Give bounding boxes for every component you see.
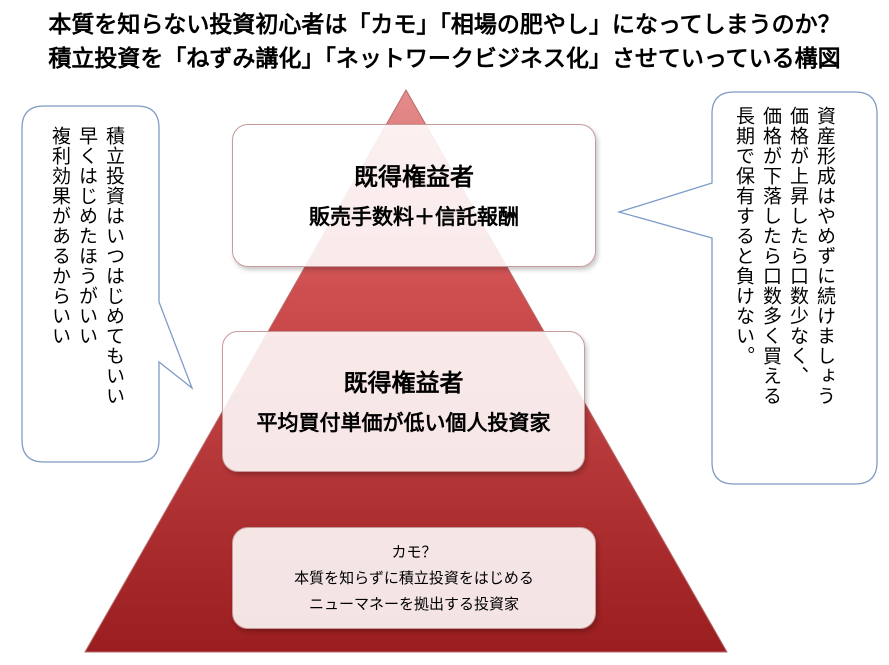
left-callout-line: 早くはじめたほうがいい [76, 126, 98, 346]
title-line-2: 積立投資を「ねずみ講化」「ネットワークビジネス化」させていっている構図 [48, 46, 841, 72]
title-line-1: 本質を知らない投資初心者は「カモ」「相場の肥やし」になってしまうのか？ [48, 12, 841, 38]
bottom-tier-line: カモ？ [391, 543, 437, 561]
middle-tier-box: 既得権益者 平均買付単価が低い個人投資家 [222, 331, 585, 472]
bottom-tier-box: カモ？ 本質を知らずに積立投資をはじめる ニューマネーを拠出する投資家 [232, 527, 596, 629]
right-callout-line: 価格が下落したら口数多く買える [760, 106, 782, 406]
left-speech-bubble [21, 105, 194, 463]
right-callout-line: 長期で保有すると負けない。 [733, 106, 755, 366]
right-speech-bubble [616, 91, 878, 485]
right-callout-line: 資産形成はやめずに続けましょう [814, 106, 836, 406]
left-callout-text: 積立投資はいつはじめてもいい 早くはじめたほうがいい 複利効果があるからいい [46, 126, 127, 406]
left-callout-line: 積立投資はいつはじめてもいい [103, 126, 125, 406]
right-callout-line: 価格が上昇したら口数少なく、 [787, 106, 809, 386]
top-tier-heading: 既得権益者 [354, 162, 474, 191]
bottom-tier-line: 本質を知らずに積立投資をはじめる [294, 569, 534, 587]
top-tier-subheading: 販売手数料＋信託報酬 [309, 204, 519, 229]
bottom-tier-line: ニューマネーを拠出する投資家 [308, 595, 519, 613]
right-callout-text: 資産形成はやめずに続けましょう 価格が上昇したら口数少なく、 価格が下落したら口… [730, 106, 838, 406]
left-callout-line: 複利効果があるからいい [49, 126, 71, 346]
top-tier-box: 既得権益者 販売手数料＋信託報酬 [232, 124, 596, 267]
middle-tier-subheading: 平均買付単価が低い個人投資家 [256, 410, 551, 435]
middle-tier-heading: 既得権益者 [343, 368, 464, 397]
